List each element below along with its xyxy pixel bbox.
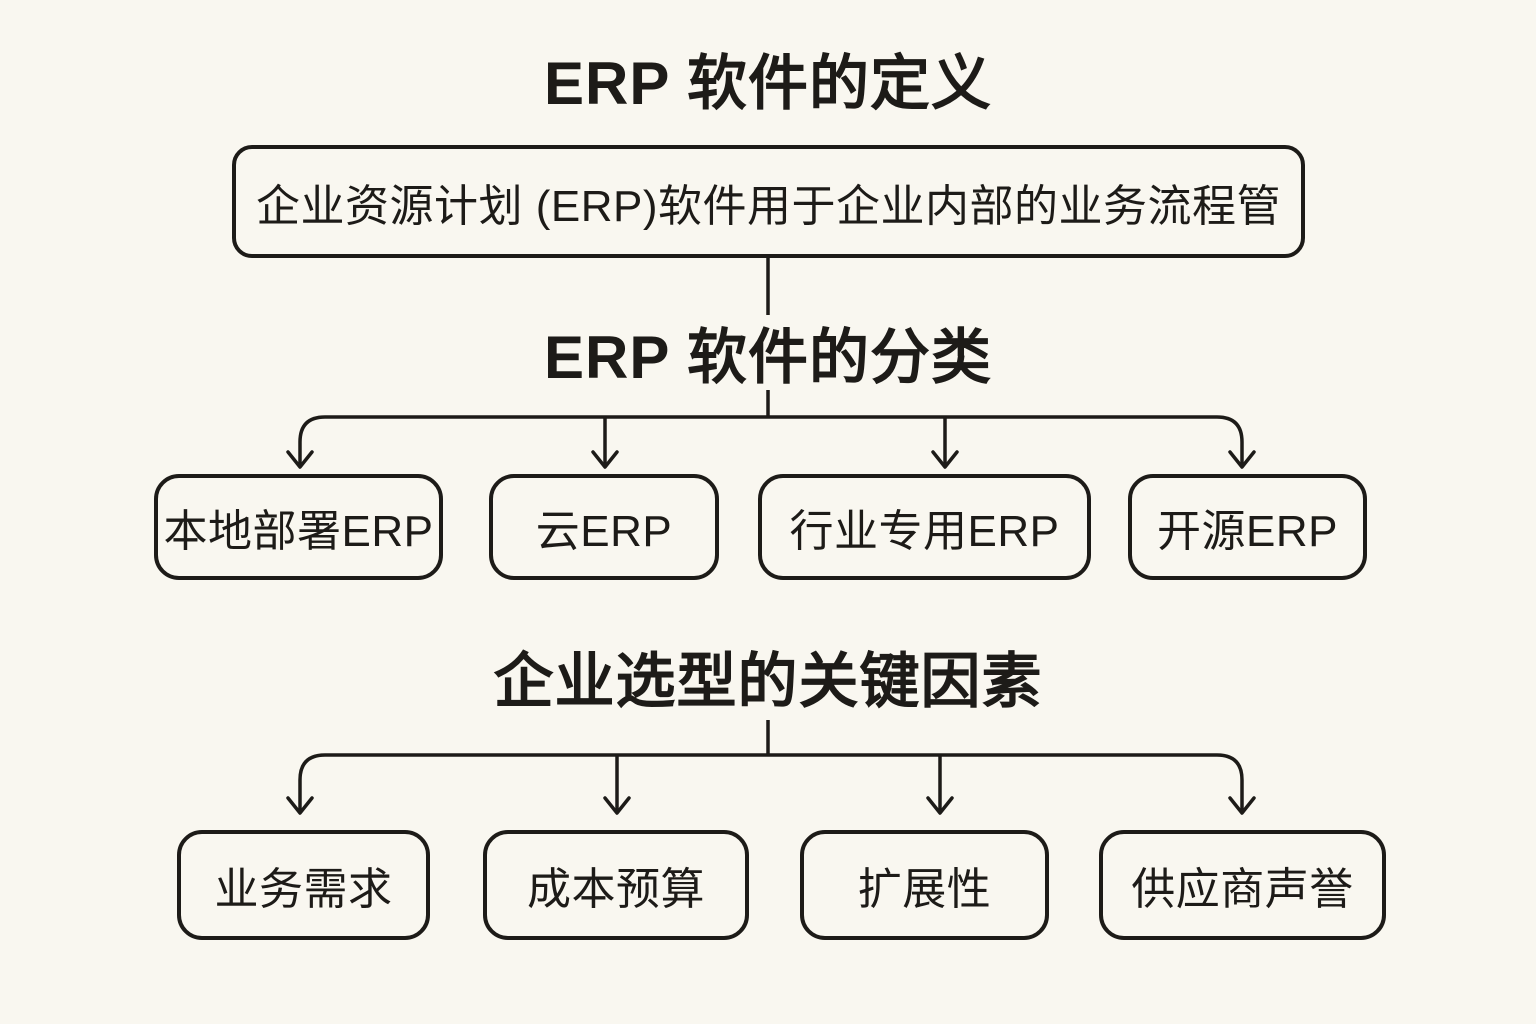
arrowhead-icon	[286, 450, 314, 469]
factors-section-title: 企业选型的关键因素	[493, 648, 1043, 715]
node-business-needs: 业务需求	[177, 830, 430, 940]
arrowhead-icon	[603, 796, 631, 815]
definition-text: 企业资源计划 (ERP)软件用于企业内部的业务流程管	[256, 181, 1281, 231]
node-label: 业务需求	[214, 865, 393, 914]
arrowhead-icon	[286, 796, 314, 815]
node-cost-budget: 成本预算	[483, 830, 749, 940]
definition-box: 企业资源计划 (ERP)软件用于企业内部的业务流程管	[232, 145, 1305, 258]
definition-section-title: ERP 软件的定义	[544, 50, 992, 117]
node-on-premise-erp: 本地部署ERP	[154, 474, 443, 580]
node-scalability: 扩展性	[800, 830, 1049, 940]
node-industry-erp: 行业专用ERP	[758, 474, 1091, 580]
arrowhead-icon	[1228, 450, 1256, 469]
node-label: 本地部署ERP	[163, 507, 434, 556]
arrowhead-icon	[926, 796, 954, 815]
arrowhead-icon	[1228, 796, 1256, 815]
node-cloud-erp: 云ERP	[489, 474, 719, 580]
node-vendor-reputation: 供应商声誉	[1099, 830, 1386, 940]
node-label: 供应商声誉	[1131, 865, 1354, 914]
node-label: 行业专用ERP	[789, 507, 1060, 556]
node-open-source-erp: 开源ERP	[1128, 474, 1367, 580]
classification-section-title: ERP 软件的分类	[544, 324, 992, 391]
arrowhead-icon	[591, 450, 619, 469]
node-label: 扩展性	[857, 865, 992, 914]
arrowhead-icon	[931, 450, 959, 469]
node-label: 成本预算	[527, 865, 705, 914]
node-label: 开源ERP	[1157, 507, 1338, 556]
node-label: 云ERP	[535, 507, 673, 556]
classification-branch-rail	[298, 415, 1244, 466]
factors-branch-rail	[298, 753, 1244, 812]
